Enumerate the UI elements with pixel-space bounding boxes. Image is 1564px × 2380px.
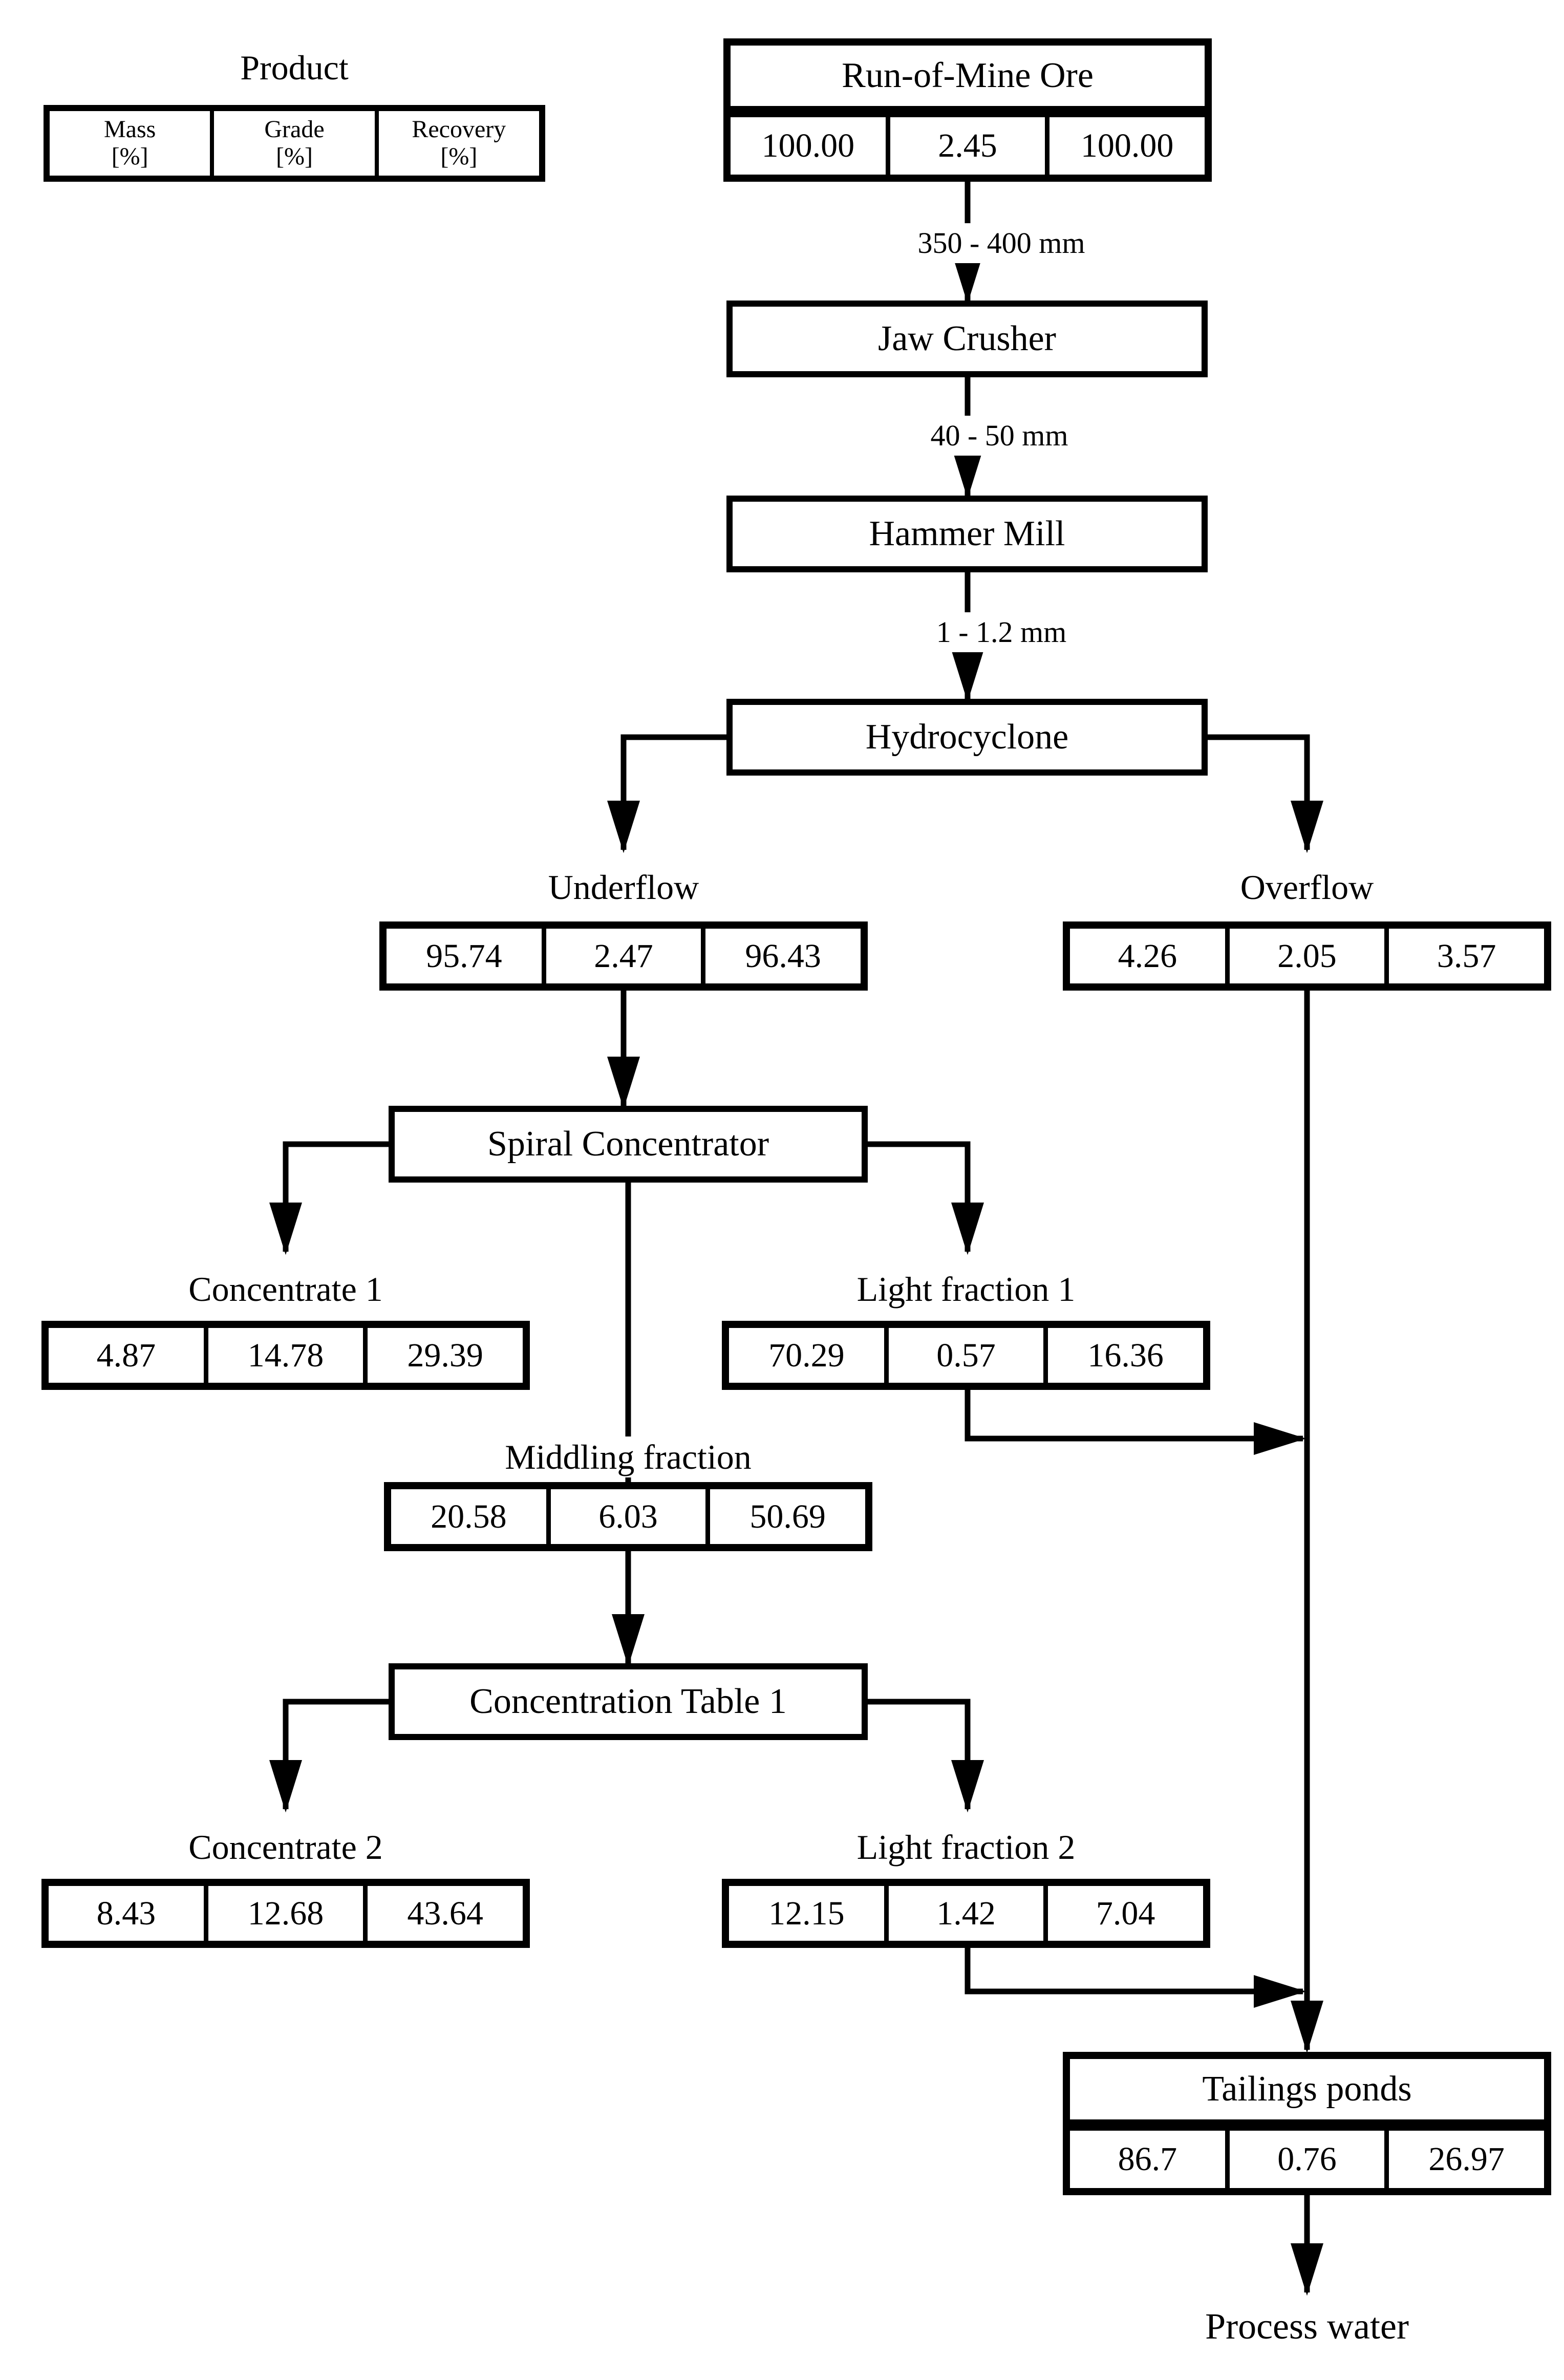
light-fraction1-recovery: 16.36 bbox=[1087, 1336, 1164, 1374]
light-fraction1-mass: 70.29 bbox=[729, 1328, 889, 1383]
concentrate1-grade: 14.78 bbox=[208, 1328, 368, 1383]
concentrate1-recovery: 29.39 bbox=[407, 1336, 483, 1374]
tailings-values: 86.7 0.76 26.97 bbox=[1070, 2131, 1544, 2188]
edge-hydrocyclone-to-underflow bbox=[607, 734, 726, 853]
size-label-jaw-hammer: 40 - 50 mm bbox=[871, 416, 1127, 456]
legend-col-recovery-label: Recovery bbox=[412, 116, 506, 143]
edge-table1-to-lightfraction2 bbox=[868, 1699, 984, 1813]
light-fraction2-table: 12.15 1.42 7.04 bbox=[722, 1879, 1210, 1948]
legend-col-mass: Mass [%] bbox=[50, 111, 215, 176]
edge-lightfraction1-to-tailings-line bbox=[965, 1390, 1306, 1455]
edge-lightfraction2-to-tailings-line bbox=[965, 1948, 1306, 2008]
underflow-grade: 2.47 bbox=[546, 929, 706, 983]
size-label-rom-jaw: 350 - 400 mm bbox=[873, 223, 1129, 263]
concentrate1-mass: 4.87 bbox=[49, 1328, 208, 1383]
legend-col-recovery-unit: [%] bbox=[440, 143, 478, 170]
middling-recovery: 50.69 bbox=[749, 1497, 826, 1535]
middling-grade: 6.03 bbox=[551, 1489, 711, 1544]
overflow-recovery: 3.57 bbox=[1437, 937, 1496, 975]
overflow-grade: 2.05 bbox=[1230, 929, 1389, 983]
light-fraction2-title: Light fraction 2 bbox=[722, 1827, 1210, 1868]
legend-col-recovery: Recovery [%] bbox=[379, 111, 539, 176]
concentrate2-table: 8.43 12.68 43.64 bbox=[41, 1879, 530, 1948]
concentrate2-title: Concentrate 2 bbox=[41, 1827, 530, 1868]
node-hammer-mill: Hammer Mill bbox=[726, 496, 1208, 572]
node-concentration-table1: Concentration Table 1 bbox=[389, 1663, 868, 1740]
rom-mass: 100.00 bbox=[731, 117, 890, 175]
concentrate1-table: 4.87 14.78 29.39 bbox=[41, 1321, 530, 1390]
light-fraction1-title: Light fraction 1 bbox=[722, 1269, 1210, 1310]
overflow-title: Overflow bbox=[1063, 867, 1551, 908]
light-fraction2-recovery: 7.04 bbox=[1096, 1894, 1155, 1932]
legend-col-mass-unit: [%] bbox=[111, 143, 148, 170]
tailings-mass: 86.7 bbox=[1070, 2131, 1230, 2188]
middling-fraction-title: Middling fraction bbox=[384, 1436, 872, 1477]
size-label-hammer-cyclone: 1 - 1.2 mm bbox=[873, 612, 1129, 652]
concentrate2-recovery: 43.64 bbox=[407, 1894, 483, 1932]
legend-col-grade: Grade [%] bbox=[214, 111, 379, 176]
node-hydrocyclone: Hydrocyclone bbox=[726, 699, 1208, 776]
concentrate1-title: Concentrate 1 bbox=[41, 1269, 530, 1310]
legend-col-grade-unit: [%] bbox=[276, 143, 313, 170]
edge-hydrocyclone-to-overflow bbox=[1208, 734, 1323, 853]
underflow-recovery: 96.43 bbox=[745, 937, 821, 975]
legend-col-grade-label: Grade bbox=[264, 116, 325, 143]
legend-col-mass-label: Mass bbox=[103, 116, 156, 143]
rom-values: 100.00 2.45 100.00 bbox=[731, 117, 1205, 175]
overflow-mass: 4.26 bbox=[1070, 929, 1230, 983]
light-fraction2-mass: 12.15 bbox=[729, 1886, 889, 1941]
tailings-grade: 0.76 bbox=[1230, 2131, 1389, 2188]
process-water-label: Process water bbox=[1205, 2306, 1409, 2347]
edge-spiral-to-concentrate1 bbox=[269, 1141, 389, 1255]
rom-title: Run-of-Mine Ore bbox=[731, 46, 1205, 117]
underflow-title: Underflow bbox=[379, 867, 868, 908]
node-jaw-crusher: Jaw Crusher bbox=[726, 301, 1208, 377]
underflow-table: 95.74 2.47 96.43 bbox=[379, 921, 868, 991]
light-fraction1-grade: 0.57 bbox=[889, 1328, 1048, 1383]
light-fraction1-table: 70.29 0.57 16.36 bbox=[722, 1321, 1210, 1390]
concentrate2-mass: 8.43 bbox=[49, 1886, 208, 1941]
light-fraction2-grade: 1.42 bbox=[889, 1886, 1048, 1941]
rom-recovery: 100.00 bbox=[1080, 127, 1174, 164]
middling-fraction-table: 20.58 6.03 50.69 bbox=[384, 1482, 872, 1551]
overflow-table: 4.26 2.05 3.57 bbox=[1063, 921, 1551, 991]
node-spiral-concentrator: Spiral Concentrator bbox=[389, 1106, 868, 1183]
concentrate2-grade: 12.68 bbox=[208, 1886, 368, 1941]
edge-spiral-to-lightfraction1 bbox=[868, 1141, 984, 1255]
rom-grade: 2.45 bbox=[890, 117, 1050, 175]
legend-title: Product bbox=[240, 48, 349, 87]
node-tailings-ponds: Tailings ponds 86.7 0.76 26.97 bbox=[1063, 2052, 1551, 2195]
tailings-recovery: 26.97 bbox=[1428, 2140, 1505, 2178]
legend-table: Mass [%] Grade [%] Recovery [%] bbox=[44, 105, 545, 182]
node-run-of-mine-ore: Run-of-Mine Ore 100.00 2.45 100.00 bbox=[723, 38, 1212, 182]
underflow-mass: 95.74 bbox=[387, 929, 546, 983]
edge-table1-to-concentrate2 bbox=[269, 1699, 389, 1813]
middling-mass: 20.58 bbox=[391, 1489, 551, 1544]
tailings-title: Tailings ponds bbox=[1070, 2059, 1544, 2131]
